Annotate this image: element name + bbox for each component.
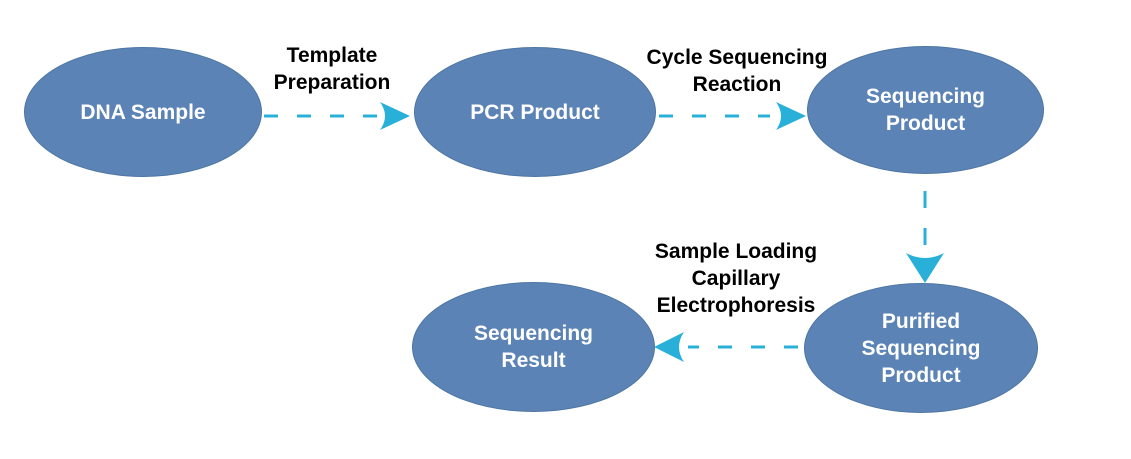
arrowhead-down-icon [906, 253, 944, 283]
arrow-pcr-to-sequencing-product [659, 102, 806, 130]
node-label: Sequencing Result [473, 322, 594, 372]
edge-label-template-preparation: Template Preparation [273, 44, 391, 94]
arrowhead-right-icon [380, 102, 410, 130]
node-sequencing-product: Sequencing Product [807, 46, 1044, 174]
arrowhead-left-icon [654, 332, 684, 362]
node-sequencing-result: Sequencing Result [412, 282, 655, 412]
arrow-purified-to-result [654, 332, 798, 362]
node-pcr-product: PCR Product [414, 47, 656, 177]
edge-label-sample-loading-capillary-electrophoresis: Sample Loading Capillary Electrophoresis [654, 240, 818, 317]
node-label: Sequencing Product [865, 85, 986, 135]
node-label: Purified Sequencing Product [861, 309, 981, 387]
node-dna-sample: DNA Sample [24, 47, 262, 177]
arrow-sequencing-product-to-purified [906, 191, 944, 283]
node-label: DNA Sample [80, 100, 206, 124]
node-label: PCR Product [470, 100, 600, 124]
node-purified-sequencing-product: Purified Sequencing Product [804, 283, 1038, 413]
arrow-dna-to-pcr [264, 102, 410, 130]
edge-label-cycle-sequencing-reaction: Cycle Sequencing Reaction [646, 46, 828, 96]
arrowhead-right-icon [776, 102, 806, 130]
